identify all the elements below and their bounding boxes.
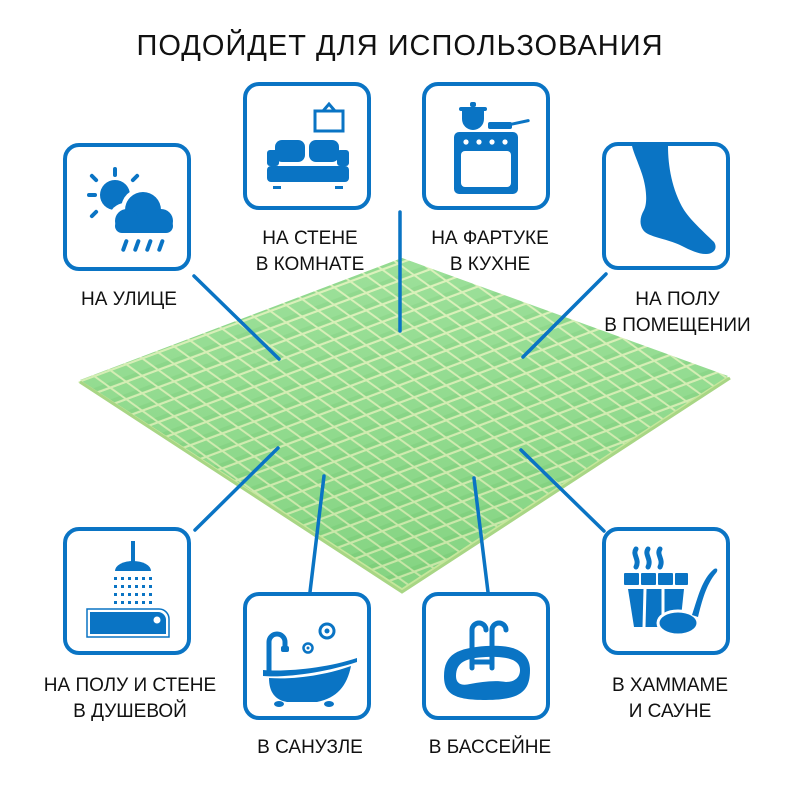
usage-label-indoor-floor: НА ПОЛУ В ПОМЕЩЕНИИ: [604, 289, 751, 336]
usage-card-shower: [63, 527, 191, 655]
usage-card-kitchen: [422, 82, 550, 210]
usage-card-pool: [422, 592, 550, 720]
shower-tray-icon: [86, 541, 170, 638]
connector-lines: [192, 210, 608, 594]
foot-icon: [632, 146, 716, 254]
bathtub-icon: [263, 622, 357, 707]
usage-card-outdoor: [63, 143, 191, 271]
usage-card-sauna: [602, 527, 730, 655]
mosaic-sheet: [78, 258, 731, 594]
usage-label-shower: НА ПОЛУ И СТЕНЕ В ДУШЕВОЙ: [43, 675, 217, 722]
pool-ladder-icon: [444, 620, 530, 700]
usage-card-room-wall: [243, 82, 371, 210]
sauna-bucket-ladle-icon: [624, 546, 718, 637]
stove-pot-pan-icon: [454, 102, 530, 194]
usage-label-sauna: В ХАММАМЕ И САУНЕ: [611, 675, 729, 722]
usage-label-bathroom: В САНУЗЛЕ: [257, 737, 363, 758]
usage-card-bathroom: [243, 592, 371, 720]
usage-card-indoor-floor: [602, 142, 730, 270]
page-title: ПОДОЙДЕТ ДЛЯ ИСПОЛЬЗОВАНИЯ: [136, 30, 664, 62]
usage-label-kitchen: НА ФАРТУКЕ В КУХНЕ: [431, 228, 549, 275]
usage-label-outdoor: НА УЛИЦЕ: [81, 289, 177, 310]
usage-label-pool: В БАССЕЙНЕ: [428, 737, 552, 758]
usage-label-room-wall: НА СТЕНЕ В КОМНАТЕ: [255, 228, 365, 275]
weather-sun-cloud-rain-icon: [87, 167, 173, 252]
sofa-picture-icon: [267, 101, 349, 189]
